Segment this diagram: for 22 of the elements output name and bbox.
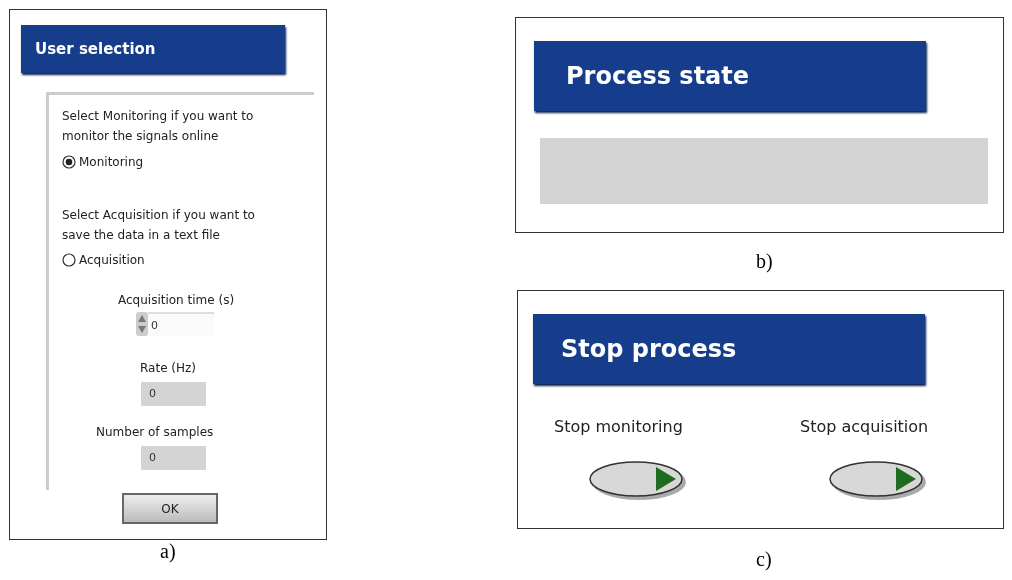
panel-caption: a) <box>160 540 176 563</box>
control-label: Stop monitoring <box>554 417 684 437</box>
panel-frame <box>517 290 1004 529</box>
control-label: Acquisition time (s) <box>118 292 236 309</box>
control-label: Select Acquisition if you want to save the data in a text file <box>62 207 256 244</box>
numeric-input-field: 0 <box>148 312 214 336</box>
panel-header: User selection <box>21 25 285 73</box>
radio-option-label: Monitoring <box>79 154 144 171</box>
panel-header: Process state <box>534 41 926 111</box>
panel-caption: c) <box>756 548 772 571</box>
panel-frame <box>9 9 327 540</box>
control-label: Stop acquisition <box>800 417 930 437</box>
control-label: Select Monitoring if you want to monitor the signals online <box>62 108 255 145</box>
ok-button: OK <box>122 493 218 524</box>
control-label: Number of samples <box>96 424 215 441</box>
numeric-indicator-field: 0 <box>141 382 206 406</box>
radio-option-label: Acquisition <box>79 252 145 269</box>
panel-header: Stop process <box>533 314 925 384</box>
numeric-indicator-field: 0 <box>141 446 206 470</box>
panel-frame <box>515 17 1004 233</box>
control-label: Rate (Hz) <box>140 360 197 377</box>
panel-caption: b) <box>756 250 773 273</box>
